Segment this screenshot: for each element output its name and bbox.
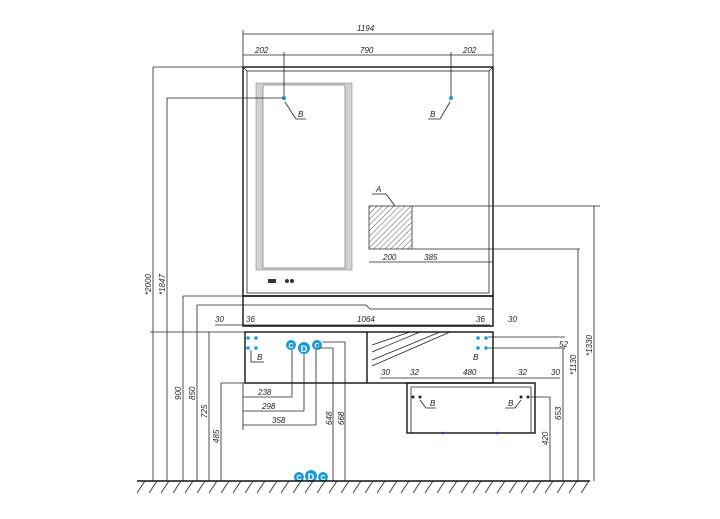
mirror-width: 1194 (357, 24, 375, 33)
mirror (242, 66, 494, 297)
switch-icon (268, 279, 276, 283)
shelf-bottom-height: 420 (541, 431, 550, 445)
socket-offset: 385 (424, 253, 438, 262)
cabinet-mount-height: 725 (200, 404, 209, 418)
cabinet-top-height: 900 (174, 386, 183, 400)
socket-width: 200 (382, 253, 397, 262)
shelf-hole-span: 480 (463, 368, 477, 377)
mirror-right-offset: 202 (462, 46, 477, 55)
c-pipe-height: 648 (325, 411, 334, 425)
mirror-left-offset: 202 (254, 46, 269, 55)
cabinet-mid-height: 850 (188, 386, 197, 400)
mount-point (449, 96, 453, 100)
cabinet-hole-span: 1064 (357, 315, 375, 324)
shelf-mount-height: 653 (554, 406, 563, 420)
mount-label: B (473, 353, 479, 362)
mount-label: B (298, 110, 304, 119)
svg-text:C: C (320, 475, 325, 482)
vanity-cabinet (242, 295, 494, 384)
mount-label: B (508, 399, 514, 408)
cabinet-hole-left: 36 (246, 315, 255, 324)
mirror-mount-height: *1847 (158, 274, 167, 295)
socket-label: A (375, 185, 381, 194)
d-pipe-height: 668 (337, 411, 346, 425)
mount-label: B (430, 110, 436, 119)
shelf-side-right: 30 (551, 368, 560, 377)
cabinet-bottom-height: 485 (212, 429, 221, 443)
mirror-top-height: *2000 (144, 274, 153, 295)
mirror-hole-spacing: 790 (360, 46, 374, 55)
cabinet-side-left: 30 (215, 315, 224, 324)
pipe-c2-distance: 358 (272, 416, 286, 425)
mount-gap: 52 (559, 340, 568, 349)
svg-text:D: D (301, 344, 308, 354)
svg-text:C: C (288, 343, 293, 350)
pipe-markers-top: C D C (286, 340, 322, 354)
cabinet-hole-right: 36 (476, 315, 485, 324)
socket-height: *1330 (585, 335, 594, 356)
socket-zone: A 200 385 (368, 185, 600, 263)
svg-text:D: D (308, 472, 315, 482)
shelf-side-left: 30 (381, 368, 390, 377)
mount-label: B (430, 399, 436, 408)
mount-label: B (257, 353, 263, 362)
mount-total-height: *1130 (569, 354, 578, 375)
svg-text:C: C (296, 475, 301, 482)
svg-text:C: C (314, 343, 319, 350)
pipe-c1-distance: 238 (257, 388, 272, 397)
shelf-hole-left: 32 (410, 368, 419, 377)
pipe-markers-floor: C D C (294, 470, 328, 482)
cabinet-side-right: 30 (508, 315, 517, 324)
shelf-hole-right: 32 (518, 368, 527, 377)
pipe-d-distance: 298 (261, 402, 276, 411)
floor-line (136, 480, 590, 494)
hanging-shelf (406, 382, 536, 435)
